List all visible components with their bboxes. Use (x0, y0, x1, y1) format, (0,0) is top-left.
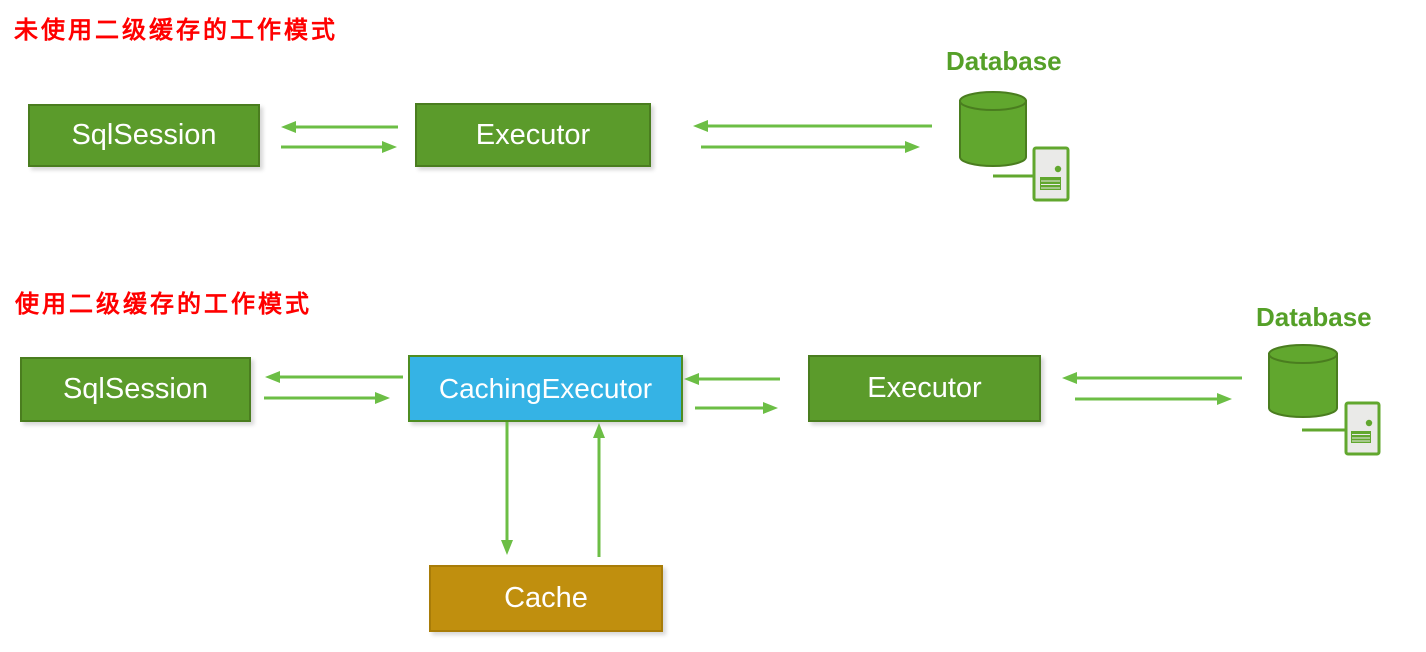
arrow-sqlsession2-to-cachingexecutor (264, 392, 390, 404)
node-caching-executor: CachingExecutor (408, 355, 683, 422)
database-cylinder-icon (959, 91, 1027, 167)
arrow-cachingexecutor-to-cache (501, 422, 513, 555)
node-cache: Cache (429, 565, 663, 632)
node-sqlsession-1-label: SqlSession (71, 119, 217, 151)
section2-title: 使用二级缓存的工作模式 (15, 291, 312, 318)
arrow-executor1-to-database1 (701, 141, 920, 153)
node-sqlsession-1: SqlSession (28, 104, 260, 167)
arrow-executor2-to-cachingexecutor (684, 373, 780, 385)
node-executor-2: Executor (808, 355, 1041, 422)
arrow-cache-to-cachingexecutor (593, 423, 605, 557)
arrow-executor2-to-database2 (1075, 393, 1232, 405)
arrow-executor1-to-sqlsession1 (281, 121, 398, 133)
database-1-icon-group (959, 91, 1070, 202)
node-executor-1-label: Executor (475, 118, 591, 151)
arrow-database2-to-executor2 (1062, 372, 1242, 384)
section1-title: 未使用二级缓存的工作模式 (14, 17, 338, 44)
arrow-database1-to-executor1 (693, 120, 932, 132)
database-connector-card-icon (1032, 146, 1070, 202)
arrow-cachingexecutor-to-executor2 (695, 402, 778, 414)
arrow-cachingexecutor-to-sqlsession2 (265, 371, 403, 383)
database-cylinder-icon (1268, 344, 1338, 418)
node-caching-executor-label: CachingExecutor (438, 372, 653, 404)
node-sqlsession-2: SqlSession (20, 357, 251, 422)
database-connector-card-icon (1344, 401, 1381, 456)
node-executor-1: Executor (415, 103, 651, 167)
arrow-sqlsession1-to-executor1 (281, 141, 397, 153)
database-1-label: Database (946, 46, 1062, 76)
node-sqlsession-2-label: SqlSession (62, 373, 209, 405)
node-cache-label: Cache (504, 582, 588, 614)
node-executor-2-label: Executor (867, 372, 982, 404)
database-2-icon-group (1268, 344, 1381, 456)
database-2-label: Database (1256, 302, 1372, 332)
